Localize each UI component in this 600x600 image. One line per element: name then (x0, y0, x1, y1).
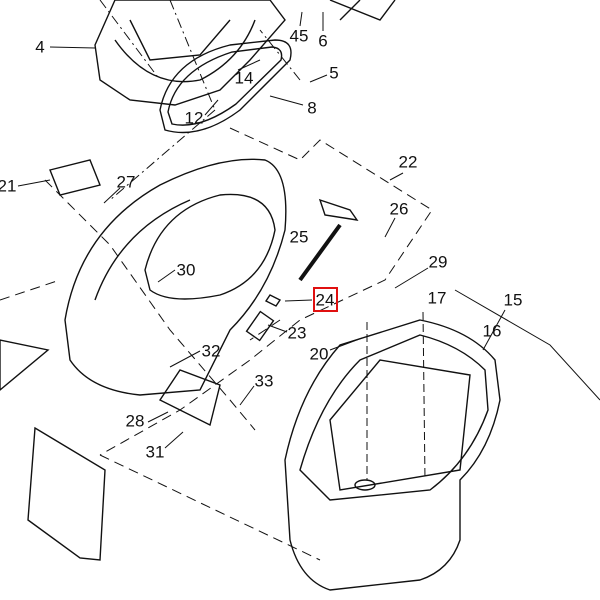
part-label-5[interactable]: 5 (329, 63, 339, 83)
gasket-8 (159, 39, 292, 134)
latch-28 (158, 369, 221, 427)
part-label-30[interactable]: 30 (176, 260, 196, 280)
part-label-16[interactable]: 16 (482, 321, 502, 341)
gas-damper (298, 223, 342, 282)
part-label-31[interactable]: 31 (145, 442, 165, 462)
part-label-24[interactable]: 24 (315, 290, 335, 310)
part-label-6[interactable]: 6 (318, 31, 328, 51)
part-label-25[interactable]: 25 (289, 227, 309, 247)
part-label-29[interactable]: 29 (428, 252, 448, 272)
part-label-8[interactable]: 8 (307, 98, 317, 118)
part-label-4[interactable]: 4 (35, 37, 45, 57)
part-label-17[interactable]: 17 (427, 288, 447, 308)
highlight-box-24 (313, 287, 338, 312)
storage-box (284, 319, 501, 591)
part-label-26[interactable]: 26 (389, 199, 409, 219)
part-label-23[interactable]: 23 (287, 323, 307, 343)
seat-base (64, 158, 287, 396)
part-label-33[interactable]: 33 (254, 371, 274, 391)
part-label-22[interactable]: 22 (398, 152, 418, 172)
upper-housing (94, 0, 286, 106)
cover-panel (27, 426, 106, 561)
part-label-28[interactable]: 28 (125, 411, 145, 431)
part-label-12[interactable]: 12 (184, 108, 204, 128)
part-label-14[interactable]: 14 (234, 68, 254, 88)
part-label-20[interactable]: 20 (309, 344, 329, 364)
part-label-45[interactable]: 45 (289, 26, 309, 46)
part-label-32[interactable]: 32 (201, 341, 221, 361)
part-label-21[interactable]: 21 (0, 176, 17, 196)
part-label-15[interactable]: 15 (503, 290, 523, 310)
part-label-27[interactable]: 27 (116, 172, 136, 192)
bracket-21 (49, 159, 101, 196)
